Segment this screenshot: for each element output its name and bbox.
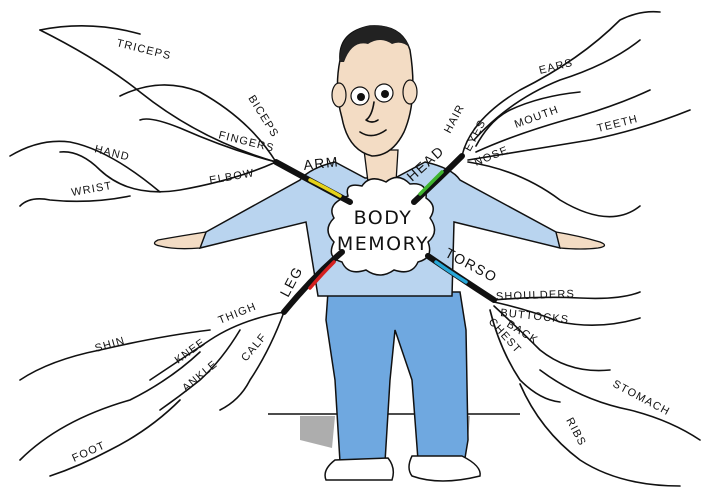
hand-label: HAND <box>93 143 131 163</box>
calf-line <box>220 312 284 410</box>
elbow-label: ELBOW <box>208 167 255 187</box>
pants <box>326 292 468 462</box>
shin-label: SHIN <box>94 335 127 355</box>
triceps-curl <box>40 26 140 34</box>
wrist-label: WRIST <box>70 180 113 199</box>
triceps-label: TRICEPS <box>115 37 172 62</box>
knee-label: KNEE <box>173 336 208 366</box>
head-subbranches <box>462 12 690 217</box>
right-hand <box>556 232 605 249</box>
shoulders-label: SHOULDERS <box>496 288 576 303</box>
left-shoe <box>325 458 393 480</box>
right-ear <box>403 80 417 104</box>
left-ear <box>332 83 346 107</box>
nose-label: NOSE <box>473 144 511 169</box>
right-shoe <box>409 456 480 481</box>
mouth-label: MOUTH <box>513 104 561 131</box>
thigh-label: THIGH <box>217 301 259 327</box>
hair-line <box>462 12 660 156</box>
shadow <box>300 416 335 448</box>
left-pupil <box>357 93 365 101</box>
hair-label: HAIR <box>442 102 467 135</box>
left-hand <box>154 232 206 249</box>
right-pupil <box>381 90 389 98</box>
ribs-label: RIBS <box>563 416 588 449</box>
calf-label: CALF <box>239 331 269 364</box>
teeth-label: TEETH <box>596 113 640 135</box>
leg-subbranches <box>20 312 284 476</box>
biceps-label: BICEPS <box>245 93 280 140</box>
ears-label: EARS <box>538 57 575 77</box>
foot-line <box>50 400 180 476</box>
center-title-line2: MEMORY <box>337 233 429 255</box>
center-title-line1: BODY <box>354 207 413 229</box>
